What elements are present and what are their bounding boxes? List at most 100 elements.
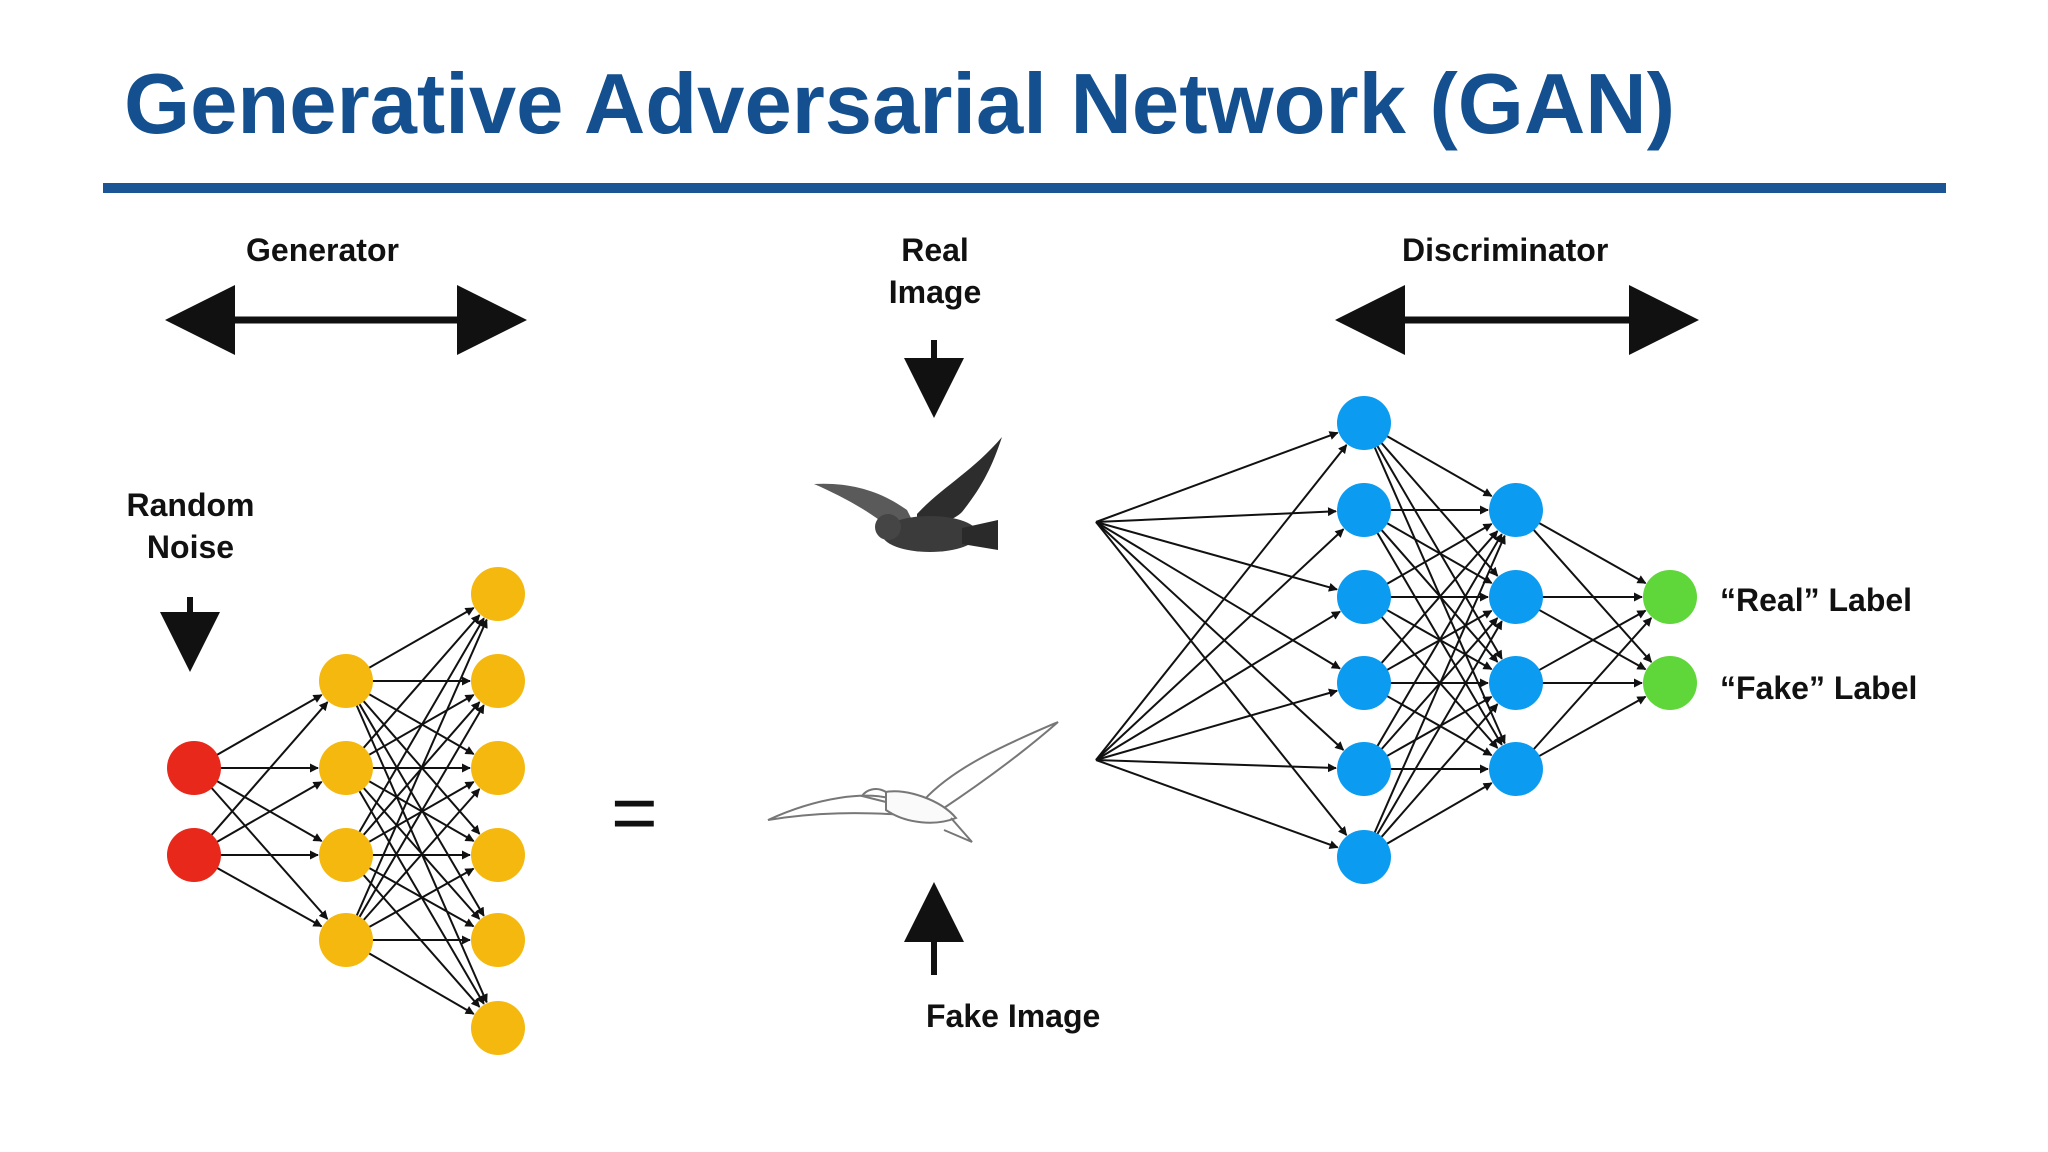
- image-to-discriminator-edge: [1095, 521, 1345, 751]
- generator-edge: [215, 694, 323, 757]
- image-to-discriminator-edge: [1095, 444, 1348, 761]
- generator-node: [471, 654, 525, 708]
- generator-edge: [361, 786, 481, 920]
- generator-edge: [367, 866, 475, 928]
- random-noise-label: Random Noise: [108, 484, 273, 568]
- image-to-discriminator-edge: [1095, 431, 1339, 523]
- title-divider: [103, 183, 1946, 193]
- fake-label-text: “Fake” Label: [1720, 670, 1918, 706]
- image-to-discriminator-edge: [1095, 521, 1348, 836]
- discriminator-label: Discriminator: [1402, 232, 1609, 268]
- generator-node: [471, 913, 525, 967]
- generator-node: [319, 741, 373, 795]
- discriminator-edge: [1375, 444, 1503, 660]
- image-to-discriminator-edge: [1095, 521, 1341, 670]
- discriminator-node: [1489, 483, 1543, 537]
- generator-node: [471, 1001, 525, 1055]
- discriminator-edge: [1375, 620, 1503, 836]
- generator-node: [471, 828, 525, 882]
- generator-edge: [357, 702, 485, 917]
- generator-node: [319, 913, 373, 967]
- network-connections: [209, 431, 1653, 1015]
- generator-edge: [209, 786, 329, 920]
- discriminator-edge: [1379, 703, 1499, 839]
- image-to-discriminator-edge: [1095, 528, 1345, 761]
- page-title: Generative Adversarial Network (GAN): [124, 57, 1676, 152]
- discriminator-edge: [1379, 441, 1499, 577]
- discriminator-edge: [1375, 533, 1503, 748]
- pigeon-tail: [962, 520, 998, 550]
- generator-node: [319, 828, 373, 882]
- generator-edge: [209, 701, 329, 837]
- generator-node: [471, 741, 525, 795]
- pigeon-head: [875, 514, 901, 540]
- discriminator-edge: [1385, 695, 1493, 758]
- image-to-discriminator-edge: [1095, 610, 1341, 761]
- discriminator-edge: [1537, 608, 1647, 671]
- seagull-right-wing: [923, 721, 1059, 811]
- seagull-tail: [943, 817, 973, 843]
- image-to-discriminator-edge: [1095, 507, 1337, 523]
- random-noise-label-line1: Random: [126, 487, 255, 523]
- real-image-label-line1: Real: [901, 232, 969, 268]
- noise-node: [167, 741, 221, 795]
- noise-node: [167, 828, 221, 882]
- generator-node: [471, 567, 525, 621]
- seagull-body: [885, 790, 958, 824]
- real-image-pigeon: [814, 437, 1002, 552]
- discriminator-edge: [1537, 521, 1647, 585]
- discriminator-node: [1489, 742, 1543, 796]
- discriminator-edge: [1531, 528, 1653, 663]
- output-node: [1643, 570, 1697, 624]
- discriminator-node: [1337, 656, 1391, 710]
- image-to-discriminator-edge: [1095, 759, 1337, 773]
- generator-edge: [215, 781, 323, 844]
- generator-label: Generator: [246, 232, 399, 268]
- network-nodes: [167, 396, 1697, 1055]
- fake-image-label: Fake Image: [926, 998, 1101, 1034]
- discriminator-node: [1489, 570, 1543, 624]
- discriminator-node: [1337, 570, 1391, 624]
- discriminator-edge: [1375, 531, 1503, 746]
- random-noise-label-line2: Noise: [146, 529, 235, 565]
- discriminator-edge: [1379, 530, 1499, 665]
- image-to-discriminator-edge: [1095, 521, 1338, 592]
- discriminator-edge: [1385, 782, 1493, 846]
- discriminator-node: [1489, 656, 1543, 710]
- discriminator-edge: [1385, 523, 1493, 586]
- discriminator-edge: [1385, 521, 1493, 584]
- image-to-discriminator-edge: [1095, 688, 1338, 761]
- real-image-label-line2: Image: [888, 274, 982, 310]
- generator-edge: [215, 866, 323, 928]
- discriminator-node: [1337, 830, 1391, 884]
- pigeon-body: [882, 516, 978, 552]
- generator-edge: [361, 788, 481, 922]
- discriminator-edge: [1385, 694, 1493, 757]
- discriminator-edge: [1537, 609, 1647, 672]
- generator-edge: [367, 867, 475, 929]
- real-label-text: “Real” Label: [1720, 582, 1913, 618]
- equals-sign: =: [611, 768, 658, 857]
- output-node: [1643, 656, 1697, 710]
- discriminator-node: [1337, 396, 1391, 450]
- discriminator-edge: [1531, 617, 1653, 752]
- generator-edge: [367, 607, 475, 670]
- seagull-head: [860, 788, 887, 803]
- pigeon-upper-wing: [917, 437, 1002, 525]
- generator-node: [319, 654, 373, 708]
- generator-edge: [215, 779, 323, 842]
- discriminator-node: [1337, 742, 1391, 796]
- generator-edge: [367, 951, 475, 1015]
- discriminator-edge: [1537, 695, 1647, 758]
- generator-edge: [361, 614, 481, 750]
- discriminator-edge: [1373, 534, 1506, 835]
- image-to-discriminator-edge: [1095, 759, 1339, 849]
- discriminator-edge: [1385, 434, 1493, 497]
- generator-edge: [357, 617, 485, 834]
- generator-edge: [355, 618, 488, 918]
- discriminator-node: [1337, 483, 1391, 537]
- real-image-label: Real Image: [850, 229, 1020, 313]
- generator-edge: [367, 692, 475, 755]
- generator-edge: [357, 704, 485, 919]
